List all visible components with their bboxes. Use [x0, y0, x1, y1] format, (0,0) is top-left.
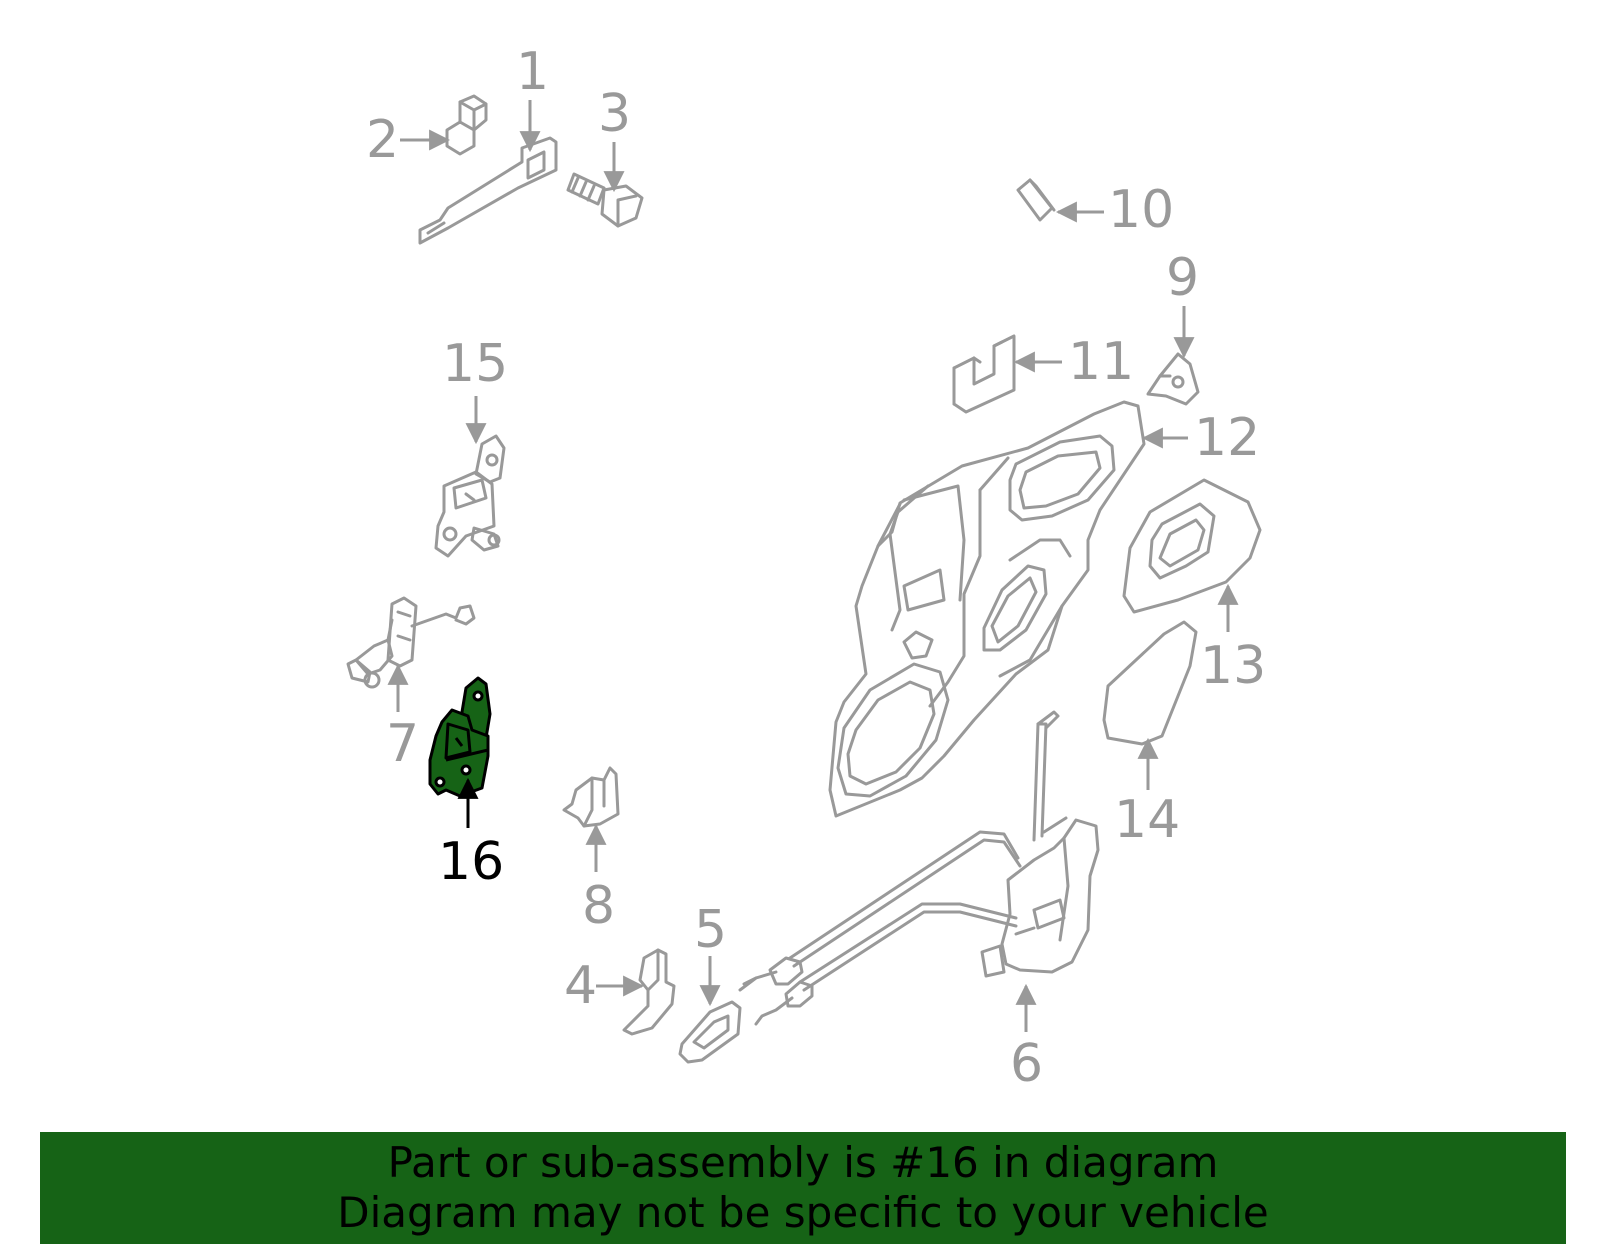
callout-16: 16 [438, 832, 505, 892]
part-6-door-latch[interactable] [738, 710, 1100, 1026]
part-16-door-hinge[interactable] [428, 676, 492, 798]
callout-8: 8 [582, 876, 616, 936]
part-8-bracket[interactable] [562, 766, 620, 828]
callout-6: 6 [1010, 1034, 1044, 1094]
info-banner: Part or sub-assembly is #16 in diagram D… [40, 1132, 1566, 1244]
callout-3: 3 [598, 84, 632, 144]
part-1-handle-bracket[interactable] [418, 136, 558, 245]
banner-line-2: Diagram may not be specific to your vehi… [337, 1188, 1269, 1237]
part-14-watershield[interactable] [1102, 620, 1198, 746]
callout-12: 12 [1194, 408, 1261, 468]
part-7-door-check[interactable] [346, 596, 476, 689]
part-9-bracket[interactable] [1146, 352, 1200, 406]
callout-2: 2 [366, 110, 400, 170]
callout-11: 11 [1068, 332, 1135, 392]
callout-7: 7 [386, 714, 420, 774]
banner-line-1: Part or sub-assembly is #16 in diagram [387, 1138, 1219, 1187]
callout-5: 5 [694, 900, 728, 960]
part-4-lever[interactable] [622, 948, 676, 1036]
part-3-bolt[interactable] [566, 172, 644, 228]
callout-1: 1 [516, 42, 550, 102]
callout-15: 15 [442, 334, 509, 394]
callout-4: 4 [564, 956, 598, 1016]
part-2-clip[interactable] [445, 94, 488, 156]
part-11-clip[interactable] [952, 334, 1016, 414]
callout-9: 9 [1166, 248, 1200, 308]
callout-14: 14 [1114, 790, 1181, 850]
part-15-door-hinge[interactable] [434, 434, 506, 558]
part-5-inside-handle[interactable] [678, 1000, 742, 1064]
part-13-trim-pad[interactable] [1122, 478, 1262, 614]
callout-10: 10 [1108, 180, 1175, 240]
part-10-clip[interactable] [1016, 178, 1056, 222]
callout-13: 13 [1200, 636, 1267, 696]
part-12-door-module[interactable] [828, 400, 1146, 818]
